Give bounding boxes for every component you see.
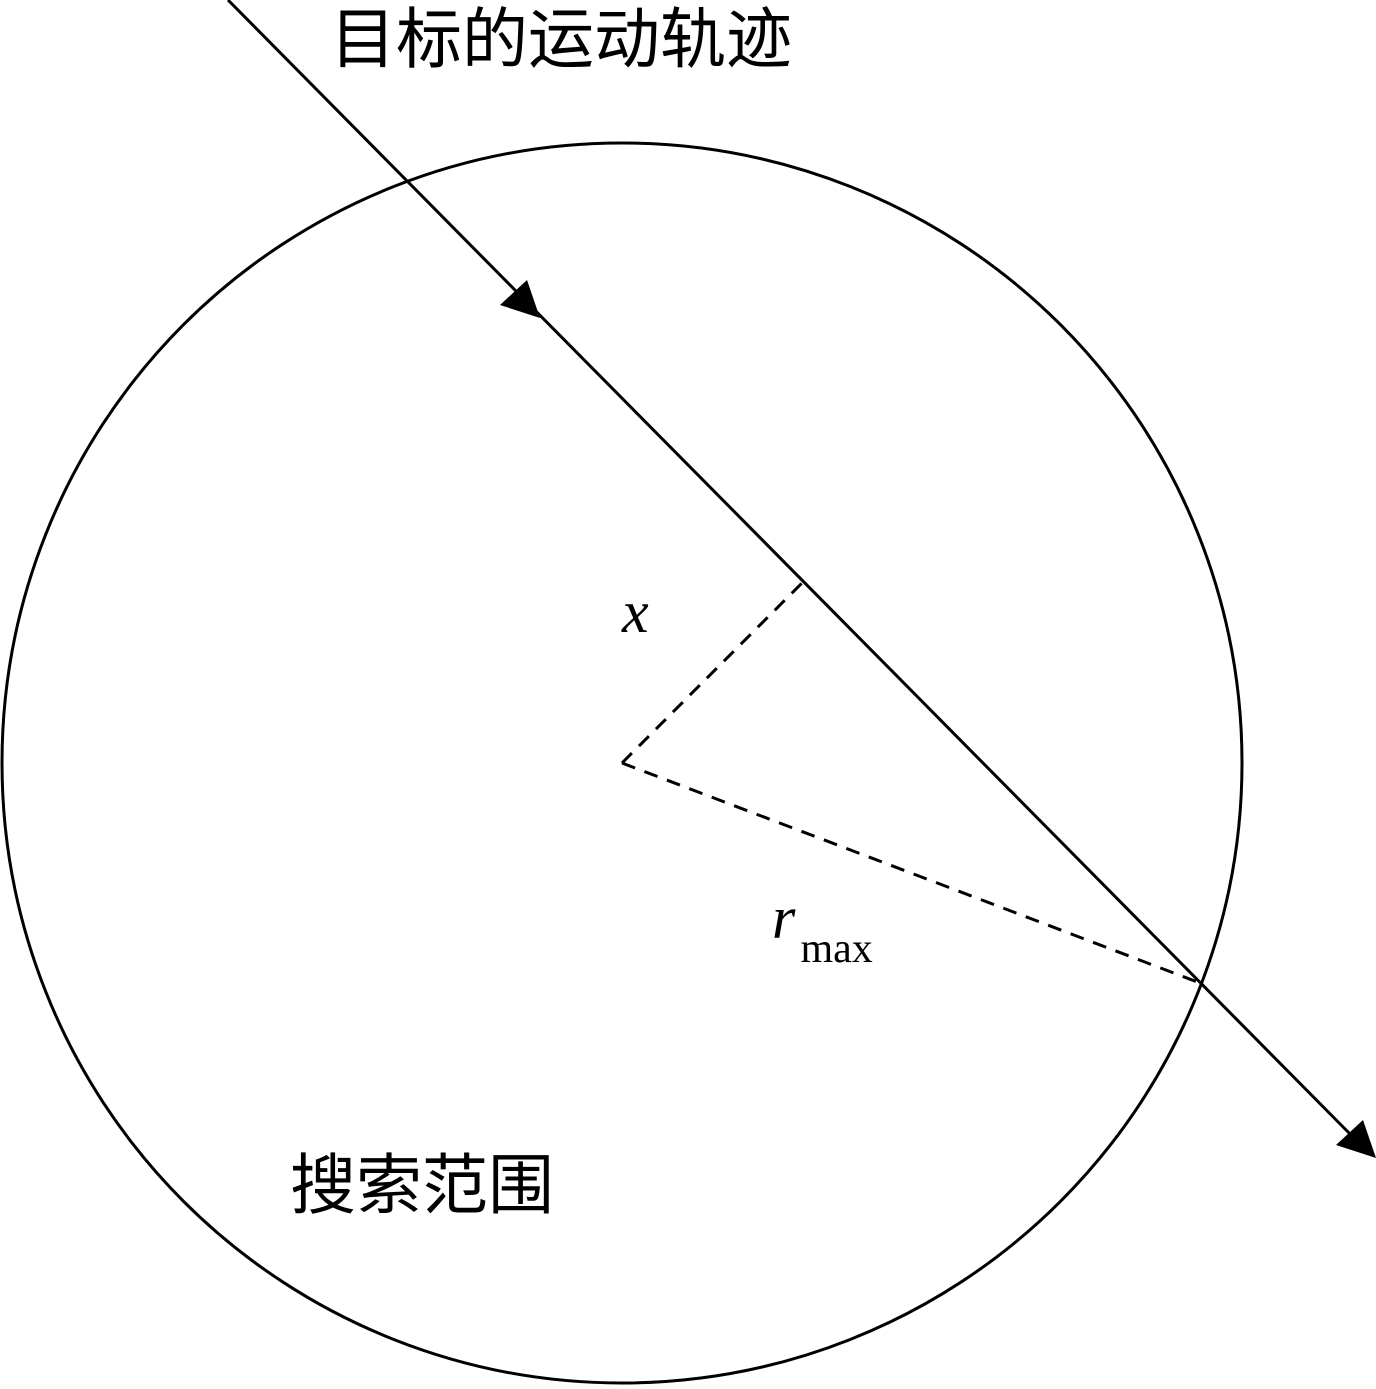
trajectory-line xyxy=(226,0,1358,1142)
radius-label-subscript: max xyxy=(800,926,872,972)
trajectory-mid-arrowhead xyxy=(500,280,540,318)
radius-line xyxy=(621,761,1201,985)
trajectory-label: 目标的运动轨迹 xyxy=(330,1,792,78)
trajectory-end-arrowhead xyxy=(1336,1120,1376,1158)
search-range-label: 搜索范围 xyxy=(290,1147,554,1224)
radius-label: r max xyxy=(772,885,873,972)
perpendicular-distance-line xyxy=(620,578,807,765)
radius-label-main: r xyxy=(772,885,796,951)
search-range-circle xyxy=(0,141,1244,1385)
distance-variable-label: x xyxy=(621,579,649,645)
